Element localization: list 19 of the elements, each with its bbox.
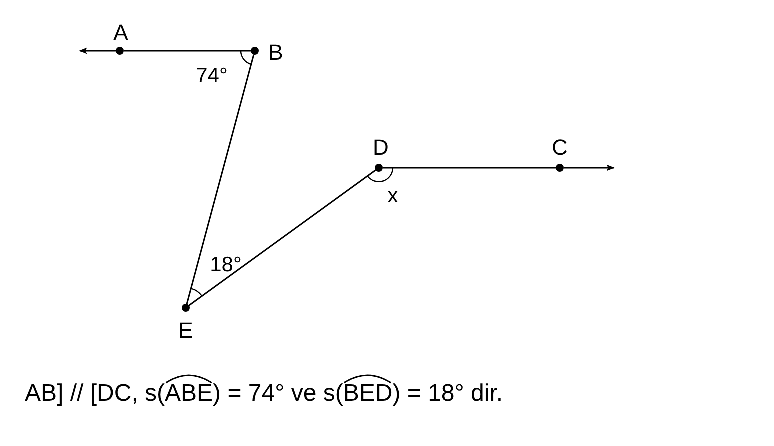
point-label: C bbox=[552, 137, 568, 159]
math-text: ABE bbox=[165, 380, 214, 407]
point-label: B bbox=[268, 42, 284, 64]
math-text: ) = 18° dir. bbox=[392, 382, 504, 406]
ray-arrow bbox=[79, 48, 116, 54]
angle-measure: 74° bbox=[196, 66, 228, 86]
angle-variable: x bbox=[388, 186, 398, 206]
point-label: D bbox=[373, 137, 389, 159]
line-segment bbox=[188, 170, 376, 306]
line-segment bbox=[124, 50, 251, 52]
line-segment bbox=[186, 54, 255, 304]
ray-arrow bbox=[564, 164, 615, 172]
angle-measure: 18° bbox=[210, 254, 242, 276]
math-text: BED bbox=[343, 380, 393, 407]
line-segment bbox=[383, 167, 556, 169]
math-text: ) = 74° ve s( bbox=[213, 382, 344, 406]
point-label: E bbox=[178, 320, 194, 342]
math-text: AB] // [DC, s( bbox=[25, 382, 166, 406]
point-label: A bbox=[114, 22, 128, 44]
